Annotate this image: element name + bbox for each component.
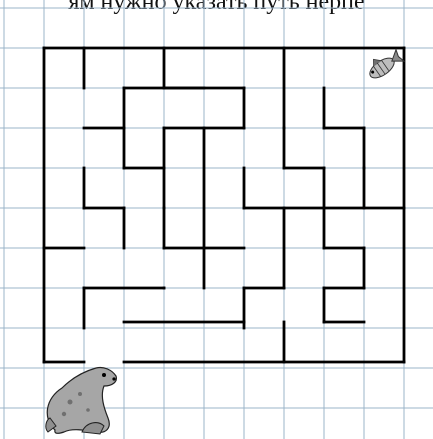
maze-walls bbox=[44, 48, 404, 362]
seal-icon[interactable] bbox=[46, 367, 117, 434]
fish-icon[interactable] bbox=[364, 46, 404, 82]
